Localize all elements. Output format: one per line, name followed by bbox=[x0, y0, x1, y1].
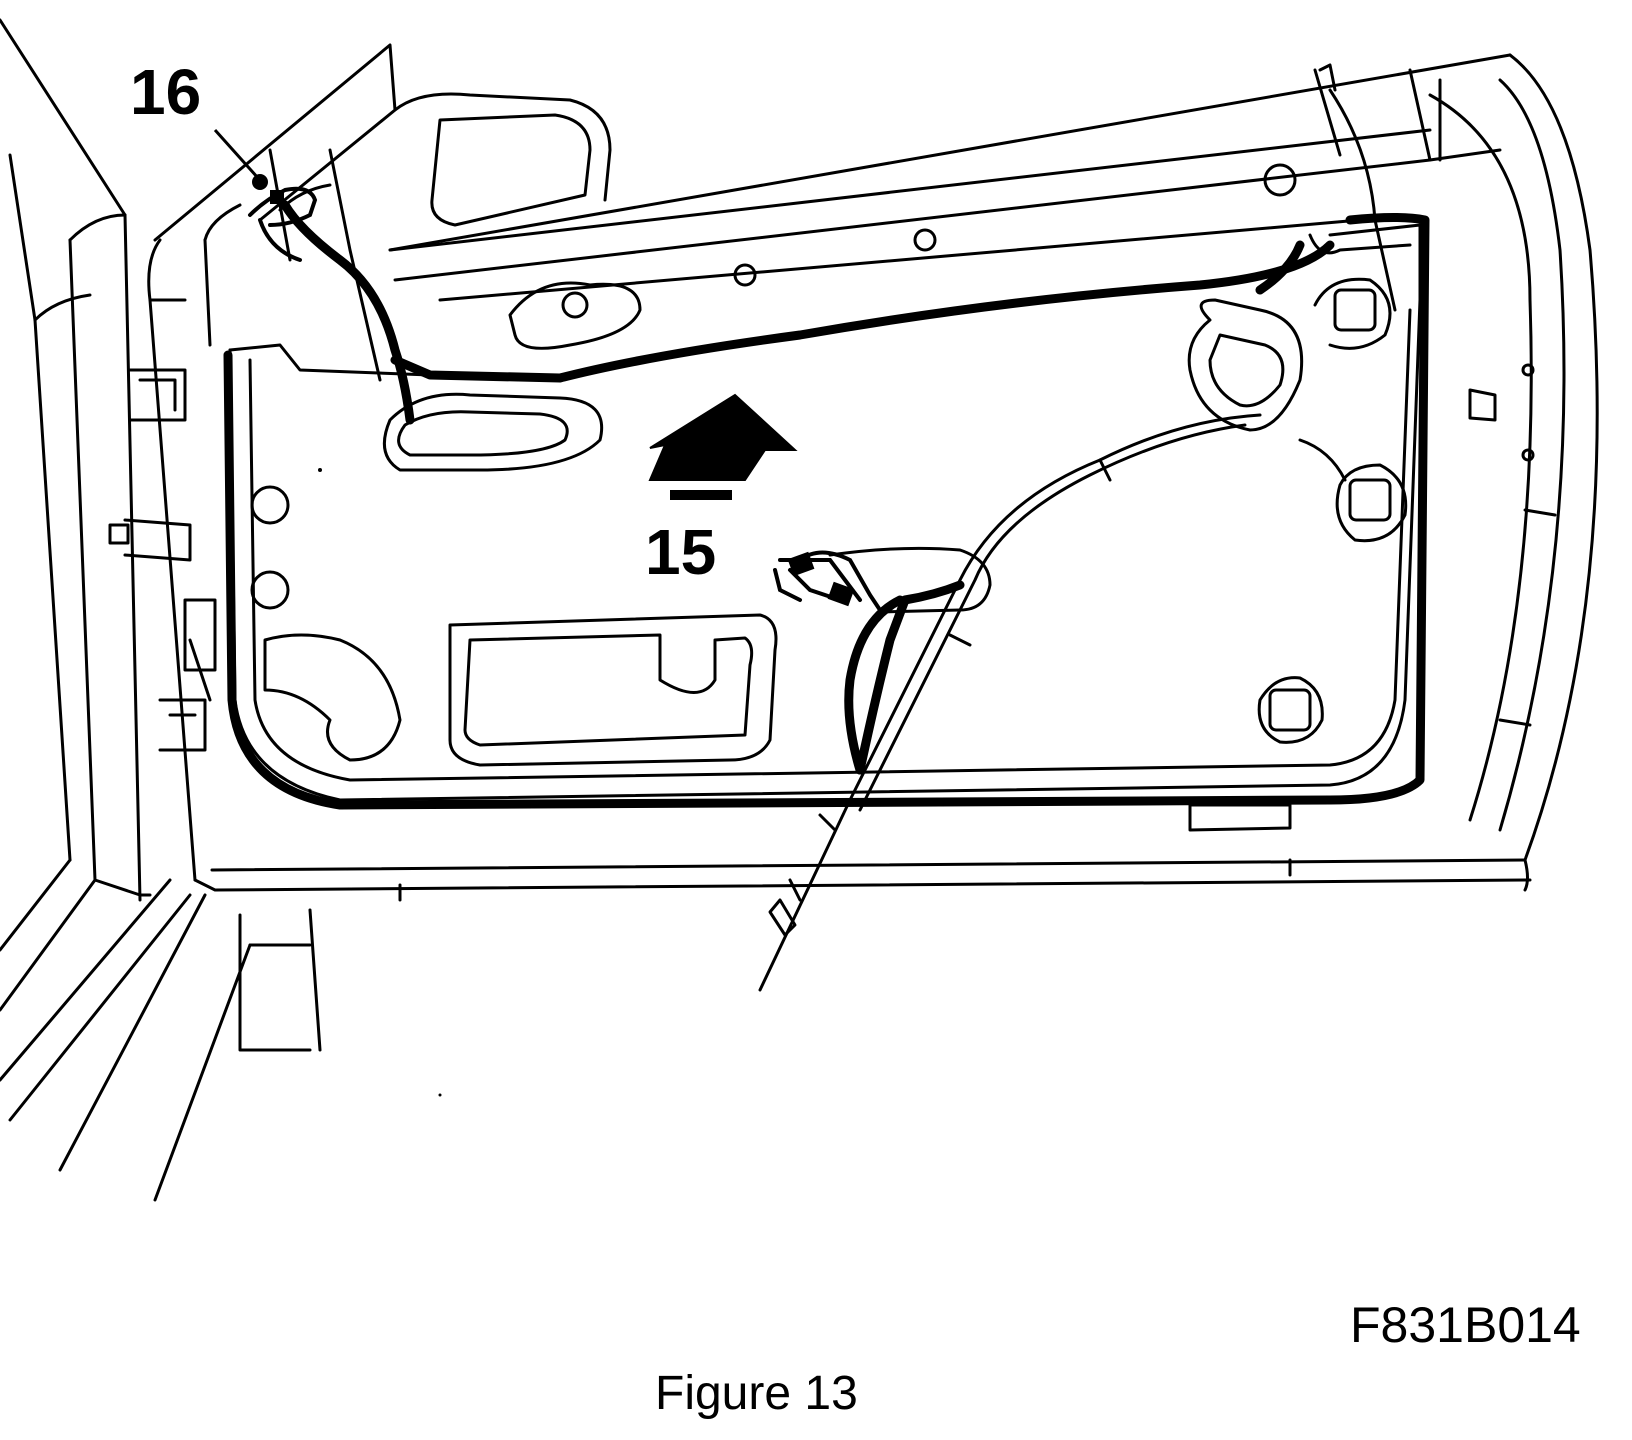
bowden-cable bbox=[758, 413, 1262, 992]
wiring-harness bbox=[223, 200, 1430, 810]
callout-16-leader bbox=[213, 128, 268, 190]
car-body-lines bbox=[0, 18, 322, 1202]
mirror-housing bbox=[268, 92, 612, 382]
door-frame bbox=[147, 43, 1599, 902]
callout-15-arrow bbox=[648, 393, 798, 500]
callout-label-16: 16 bbox=[130, 56, 202, 128]
upper-belt-rail bbox=[388, 63, 1432, 350]
callout-label-15: 15 bbox=[645, 516, 717, 588]
figure-caption: Figure 13 bbox=[655, 1367, 858, 1420]
hinge-brackets bbox=[108, 368, 217, 752]
connector-blocks bbox=[270, 190, 855, 607]
inner-panel bbox=[228, 223, 1557, 832]
figure-code: F831B014 bbox=[1350, 1297, 1581, 1353]
